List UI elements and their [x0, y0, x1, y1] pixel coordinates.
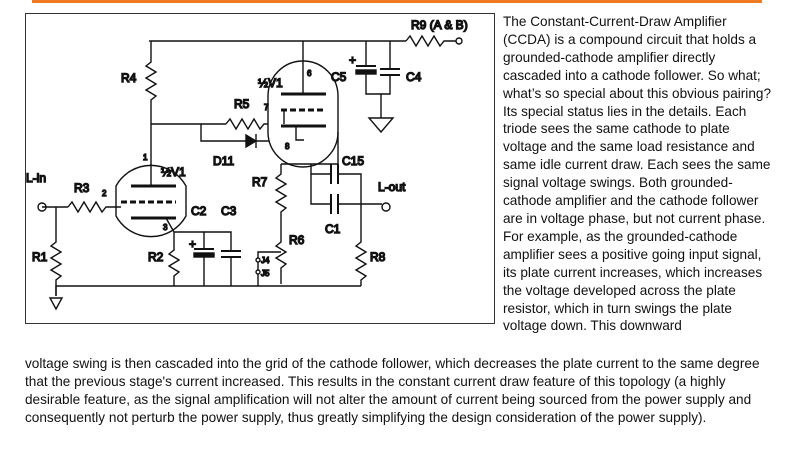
ground-rail — [55, 285, 361, 296]
c1-capacitor — [310, 174, 391, 214]
r8-resistor — [354, 204, 368, 286]
upper-triode — [267, 41, 339, 168]
label-r8: R8 — [370, 250, 386, 264]
label-r1: R1 — [32, 250, 48, 264]
label-r9: R9 (A & B) — [411, 18, 468, 32]
pin-label-7: 7 — [264, 103, 269, 112]
pin-label-2: 2 — [102, 189, 107, 198]
ccda-schematic: R9 (A & B) R4 ½V1 C5 C4 R5 D11 ½V1 R7 C1… — [26, 17, 468, 311]
label-half-v1-top: ½V1 — [258, 76, 283, 90]
r2-resistor — [167, 246, 181, 286]
pin-label-8: 8 — [285, 142, 290, 151]
c15-capacitor — [310, 164, 362, 204]
label-j5: J5 — [261, 269, 270, 278]
input-jack — [37, 202, 68, 212]
label-c2: C2 — [191, 204, 207, 218]
label-c1: C1 — [325, 222, 341, 236]
r3-resistor — [67, 200, 121, 214]
r9-resistor — [405, 34, 463, 48]
article-text-side: The Constant-Current-Draw Amplifier (CCD… — [503, 14, 772, 334]
pin-label-3: 3 — [163, 223, 168, 232]
lower-triode — [115, 164, 187, 246]
label-r6: R6 — [289, 233, 305, 247]
c3-capacitor — [204, 231, 241, 286]
ground-symbol-input — [48, 297, 64, 311]
label-c5: C5 — [331, 70, 347, 84]
c4-capacitor — [380, 41, 400, 109]
label-j4: J4 — [261, 256, 270, 265]
label-r4: R4 — [121, 71, 137, 85]
ground-symbol-c4 — [367, 109, 395, 134]
label-r7: R7 — [252, 175, 268, 189]
label-c3: C3 — [221, 204, 237, 218]
label-c4: C4 — [406, 70, 422, 84]
label-r2: R2 — [148, 250, 164, 264]
ccda-schematic-figure: R9 (A & B) R4 ½V1 C5 C4 R5 D11 ½V1 R7 C1… — [25, 13, 495, 324]
label-half-v1-bottom: ½V1 — [161, 165, 186, 179]
label-l-in: L-in — [26, 171, 46, 185]
pin-label-1: 1 — [143, 153, 148, 162]
label-l-out: L-out — [378, 180, 406, 194]
r5-resistor — [201, 117, 284, 131]
pin-label-6: 6 — [307, 69, 312, 78]
r4-resistor — [144, 41, 158, 124]
label-plus-c5: + — [349, 53, 356, 67]
label-r5: R5 — [234, 97, 250, 111]
r1-resistor — [49, 207, 63, 296]
top-accent-rule — [32, 0, 762, 3]
label-plus-c2: + — [189, 237, 196, 251]
jumper-j4-j5 — [255, 251, 281, 286]
c5-capacitor — [355, 41, 381, 95]
label-c15: C15 — [342, 154, 364, 168]
article-text-bottom: voltage swing is then cascaded into the … — [25, 356, 760, 425]
label-r3: R3 — [74, 181, 90, 195]
label-d11: D11 — [213, 154, 234, 168]
